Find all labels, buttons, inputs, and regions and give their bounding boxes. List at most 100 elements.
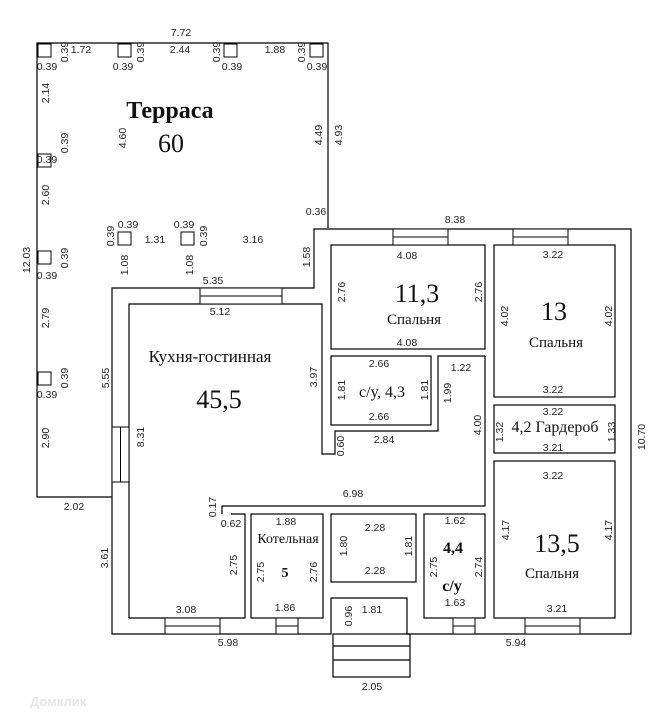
kitchen-name: Кухня-гостинная — [149, 347, 272, 366]
dimension-label: 1.72 — [71, 44, 92, 56]
dimension-label: 1.81 — [403, 536, 415, 557]
dimension-label: 5.94 — [506, 637, 527, 649]
dimension-label: 2.75 — [428, 557, 440, 578]
dimension-label: 0.39 — [105, 226, 117, 247]
dimension-label: 1.31 — [145, 234, 166, 246]
dimension-label: 1.88 — [276, 516, 297, 528]
bedroom3-name: Спальня — [525, 566, 579, 582]
dimension-label: 5.35 — [203, 275, 224, 287]
dimension-label: 3.22 — [543, 406, 564, 418]
dimension-label: 1.33 — [606, 422, 618, 443]
dimension-label: 2.75 — [255, 562, 267, 583]
dimension-label: 1.62 — [445, 515, 466, 527]
dimension-label: 4.02 — [603, 306, 615, 327]
dimension-label: 2.44 — [170, 44, 191, 56]
bathroom2-area: 4,4 — [443, 540, 463, 557]
column-icon — [37, 153, 52, 168]
bedroom2-name: Спальня — [529, 335, 583, 351]
dimension-label: 0.39 — [59, 133, 71, 154]
column-icon — [37, 250, 52, 265]
dimension-label: 1.32 — [494, 422, 506, 443]
window — [524, 617, 581, 635]
dimension-label: 0.17 — [207, 497, 219, 518]
kitchen-wall — [128, 303, 485, 618]
dimension-label: 0.39 — [174, 219, 195, 231]
dimension-label: 4.00 — [472, 415, 484, 436]
dimension-label: 2.84 — [374, 434, 395, 446]
dimension-label: 0.39 — [37, 61, 58, 73]
wardrobe-label: 4,2 Гардероб — [511, 419, 598, 436]
dimension-label: 1.88 — [265, 44, 286, 56]
dimension-label: 2.79 — [40, 308, 52, 329]
dimension-label: 1.22 — [451, 362, 472, 374]
dimension-label: 0.39 — [135, 42, 147, 63]
column-icon — [180, 231, 195, 246]
room-bathroom-4-3 — [330, 355, 432, 426]
dimension-label: 3.22 — [543, 470, 564, 482]
dimension-label: 4.49 — [313, 125, 325, 146]
column-icon — [309, 43, 324, 58]
dimension-label: 2.60 — [40, 185, 52, 206]
bathroom1-label: с/у, 4,3 — [359, 384, 405, 401]
dimension-label: 3.21 — [543, 442, 564, 454]
dimension-label: 1.81 — [419, 380, 431, 401]
terrace-columns — [37, 43, 324, 386]
dimension-label: 0.39 — [118, 219, 139, 231]
dimension-label: 2.14 — [40, 83, 52, 104]
dimension-label: 0.39 — [296, 42, 308, 63]
dimension-label: 3.61 — [99, 548, 111, 569]
dimension-label: 12.03 — [21, 247, 33, 273]
dimension-label: 2.76 — [308, 562, 320, 583]
dimension-label: 3.22 — [543, 384, 564, 396]
dimension-label: 4.17 — [603, 520, 615, 541]
kitchen-area: 45,5 — [196, 385, 242, 414]
dimension-label: 1.99 — [442, 383, 454, 404]
dimension-label: 1.86 — [275, 602, 296, 614]
window — [199, 287, 283, 305]
column-icon — [117, 43, 132, 58]
dimension-label: 0.96 — [343, 606, 355, 627]
dimension-label: 2.28 — [365, 565, 386, 577]
dimension-label: 3.08 — [176, 604, 197, 616]
dimension-label: 6.98 — [343, 488, 364, 500]
dimension-label: 2.90 — [40, 428, 52, 449]
dimension-label: 4.02 — [499, 306, 511, 327]
window — [512, 228, 569, 246]
dimension-label: 0.39 — [222, 61, 243, 73]
dimension-label: 0.39 — [59, 42, 71, 63]
windows — [111, 228, 581, 635]
dimension-label: 0.39 — [37, 389, 58, 401]
dimension-label: 4.08 — [397, 250, 418, 262]
corridor-wall — [221, 356, 486, 514]
window — [111, 426, 130, 483]
room-wardrobe — [493, 404, 616, 454]
dimension-label: 0.39 — [198, 226, 210, 247]
dimension-label: 3.16 — [243, 234, 264, 246]
column-icon — [117, 231, 132, 246]
dimension-label: 4.08 — [397, 337, 418, 349]
dimension-label: 4.17 — [500, 520, 512, 541]
column-icon — [37, 371, 52, 386]
dimension-label: 1.63 — [445, 597, 466, 609]
window — [452, 617, 476, 635]
dimension-label: 5.12 — [210, 306, 231, 318]
bedroom2-area: 13 — [541, 297, 567, 326]
dimension-label: 2.66 — [369, 358, 390, 370]
column-icon — [37, 43, 52, 58]
window — [275, 617, 299, 635]
dimension-label: 2.05 — [362, 681, 383, 693]
room-labels: Терраса 60 Кухня-гостинная 45,5 11,3 Спа… — [126, 98, 598, 595]
dimension-label: 1.58 — [301, 247, 313, 268]
boiler-area: 5 — [282, 566, 289, 581]
dimension-label: 10.70 — [636, 424, 648, 450]
dimension-label: 4.93 — [333, 125, 345, 146]
dimension-label: 2.76 — [473, 282, 485, 303]
dimension-label: 0.39 — [37, 154, 58, 166]
dimension-label: 0.36 — [306, 206, 327, 218]
dimension-label: 0.60 — [335, 436, 347, 457]
column-icon — [223, 43, 238, 58]
room-vestibule — [330, 513, 417, 583]
terrace-name: Терраса — [126, 98, 213, 124]
